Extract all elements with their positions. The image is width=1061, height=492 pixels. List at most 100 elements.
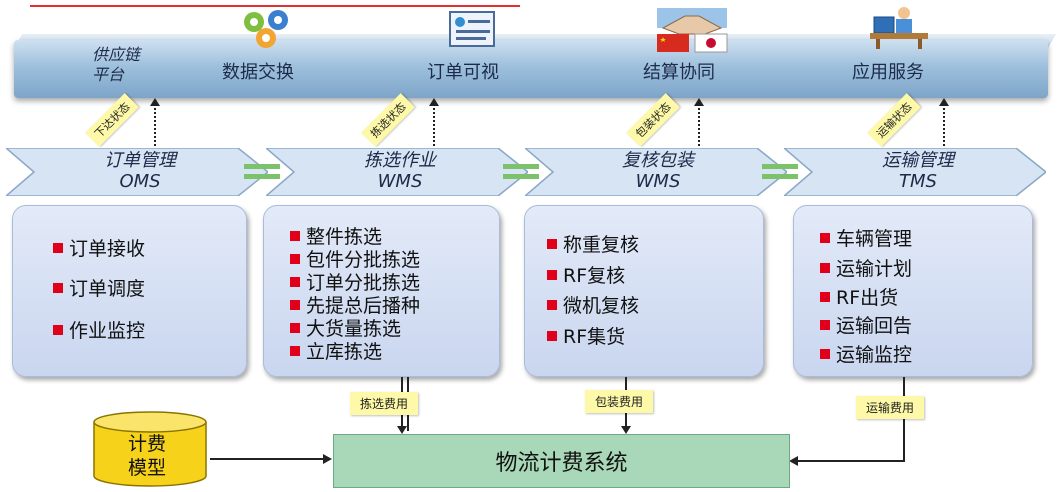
module-title: 运输管理 TMS <box>848 150 988 192</box>
list-item: 车辆管理 <box>820 224 912 251</box>
process-chevron-oms <box>6 148 268 196</box>
list-item: 运输计划 <box>820 254 912 281</box>
connector-line <box>210 458 325 460</box>
module-code: WMS <box>377 171 423 192</box>
module-name: 订单管理 <box>104 150 176 171</box>
status-dotted-line <box>433 104 435 146</box>
document-icon <box>448 10 496 52</box>
billing-system-box: 物流计费系统 <box>333 434 790 488</box>
gears-icon <box>238 8 310 54</box>
connector-arrowhead <box>789 456 798 466</box>
billing-system-label: 物流计费系统 <box>495 451 628 476</box>
bullet-icon <box>547 269 557 280</box>
bullet-icon <box>290 345 300 356</box>
fee-model-label: 计费 模型 <box>128 432 166 480</box>
status-tag: 下达状态 <box>85 93 139 147</box>
list-item: RF出货 <box>820 283 898 310</box>
flow-stripes <box>762 162 802 188</box>
fee-tag: 包装费用 <box>585 390 654 413</box>
bullet-icon <box>53 324 63 335</box>
module-code: OMS <box>119 171 161 192</box>
list-item: RF复核 <box>547 261 625 288</box>
module-code: WMS <box>635 171 681 192</box>
connector-line <box>903 377 905 461</box>
status-arrowhead <box>150 98 160 106</box>
module-box-packing: 称重复核 RF复核 微机复核 RF集货 <box>524 205 764 377</box>
connector-arrowhead <box>323 454 332 464</box>
bullet-icon <box>547 238 557 249</box>
module-name: 复核包装 <box>622 150 694 171</box>
fee-model-line1: 计费 <box>128 433 167 455</box>
module-title: 订单管理 OMS <box>70 150 210 192</box>
process-chevron-picking <box>266 148 528 196</box>
module-code: TMS <box>899 171 937 192</box>
status-tag: 运输状态 <box>867 93 921 147</box>
list-item: 先提总后播种 <box>290 291 420 318</box>
fee-tag: 运输费用 <box>856 396 925 419</box>
connector-line <box>797 460 905 462</box>
connector-arrowhead <box>621 426 631 434</box>
platform-title-line1: 供应链 <box>92 45 141 64</box>
list-item: 微机复核 <box>547 291 639 318</box>
handshake-icon <box>655 6 729 58</box>
platform-title-line2: 平台 <box>92 65 125 84</box>
list-item: 包件分批拣选 <box>290 245 420 272</box>
bullet-icon <box>290 276 300 287</box>
module-title: 复核包装 WMS <box>588 150 728 192</box>
module-box-oms: 订单接收 订单调度 作业监控 <box>12 205 247 377</box>
list-item: 订单接收 <box>53 234 145 261</box>
connector-arrowhead <box>397 426 407 434</box>
status-tag: 拣选状态 <box>361 93 415 147</box>
bullet-icon <box>290 230 300 241</box>
bullet-icon <box>53 282 63 293</box>
process-chevron-packing <box>525 148 787 196</box>
status-arrowhead <box>939 98 949 106</box>
list-item: 订单调度 <box>53 274 145 301</box>
fee-tag: 拣选费用 <box>350 392 419 415</box>
status-dotted-line <box>698 104 700 146</box>
list-item: RF集货 <box>547 322 625 349</box>
list-item: 作业监控 <box>53 316 145 343</box>
module-box-picking: 整件拣选 包件分批拣选 订单分批拣选 先提总后播种 大货量拣选 立库拣选 <box>263 205 500 377</box>
bullet-icon <box>820 291 830 302</box>
status-tag: 包装状态 <box>626 93 680 147</box>
module-box-tms: 车辆管理 运输计划 RF出货 运输回告 运输监控 <box>793 205 1033 377</box>
flow-stripes <box>244 162 284 188</box>
bullet-icon <box>547 299 557 310</box>
bullet-icon <box>290 299 300 310</box>
module-name: 运输管理 <box>882 150 954 171</box>
platform-title: 供应链 平台 <box>92 45 140 85</box>
bullet-icon <box>53 242 63 253</box>
status-arrowhead <box>429 98 439 106</box>
list-item: 整件拣选 <box>290 222 382 249</box>
platform-band <box>14 40 1048 98</box>
platform-item-label: 应用服务 <box>852 62 924 83</box>
bullet-icon <box>290 322 300 333</box>
bullet-icon <box>820 348 830 359</box>
bullet-icon <box>547 330 557 341</box>
flow-stripes <box>503 162 543 188</box>
platform-item-label: 数据交换 <box>222 62 294 83</box>
status-dotted-line <box>943 104 945 146</box>
process-chevron-tms <box>784 148 1046 196</box>
module-title: 拣选作业 WMS <box>330 150 470 192</box>
bullet-icon <box>820 232 830 243</box>
platform-item-label: 结算协同 <box>643 62 715 83</box>
status-dotted-line <box>154 104 156 146</box>
platform-item-label: 订单可视 <box>427 62 499 83</box>
bullet-icon <box>820 319 830 330</box>
list-item: 大货量拣选 <box>290 314 401 341</box>
database-cylinder-icon <box>92 410 208 492</box>
list-item: 称重复核 <box>547 230 639 257</box>
fee-model-line2: 模型 <box>128 457 167 479</box>
status-arrowhead <box>694 98 704 106</box>
top-divider-line <box>30 5 520 7</box>
list-item: 运输回告 <box>820 311 912 338</box>
list-item: 订单分批拣选 <box>290 268 420 295</box>
bullet-icon <box>820 262 830 273</box>
bullet-icon <box>290 253 300 264</box>
list-item: 运输监控 <box>820 340 912 367</box>
service-desk-icon <box>868 5 930 53</box>
module-name: 拣选作业 <box>364 150 436 171</box>
list-item: 立库拣选 <box>290 337 382 364</box>
